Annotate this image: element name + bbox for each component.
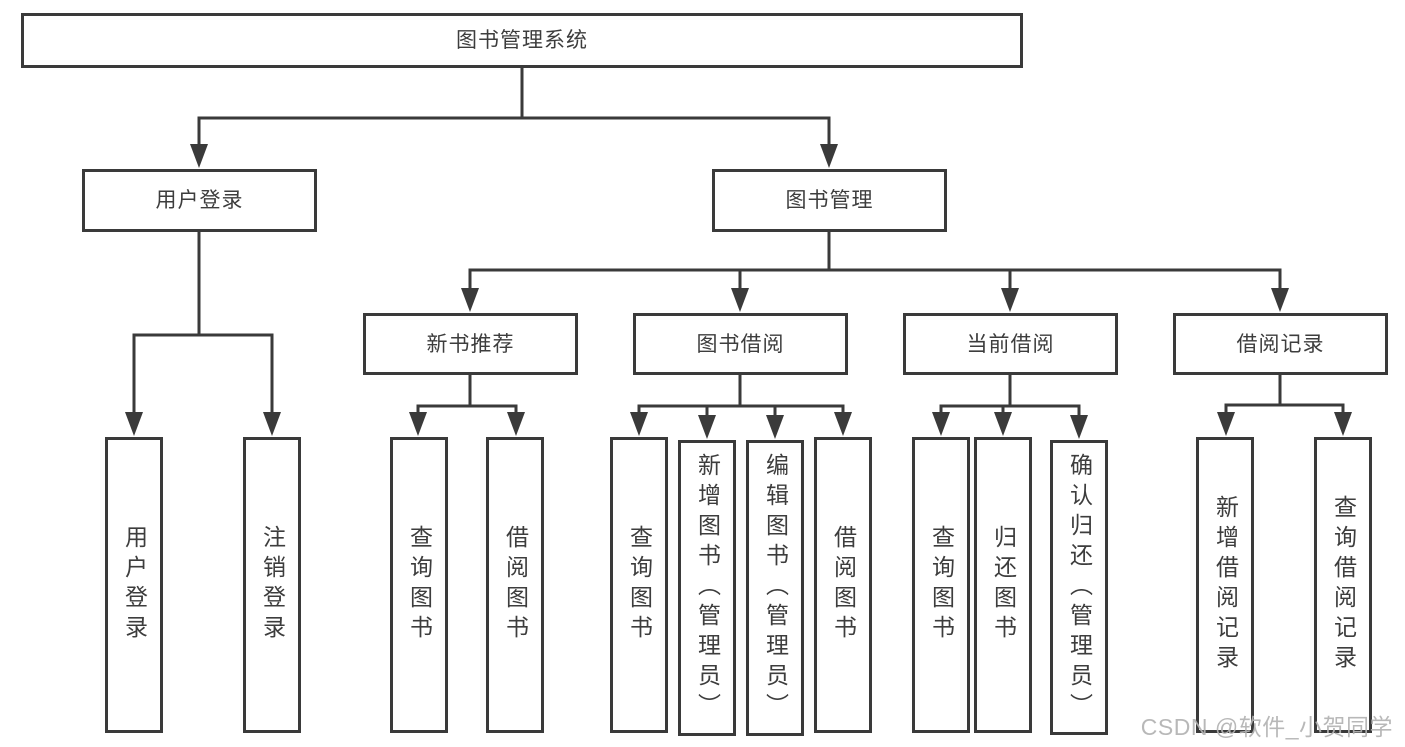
leaf-return-book: 归还图书 <box>974 437 1032 733</box>
leaf-return-book-label: 归还图书 <box>990 525 1017 645</box>
leaf-borrow-books-1-label: 借阅图书 <box>502 525 529 645</box>
node-user-login: 用户登录 <box>82 169 317 232</box>
arrowhead-edit-book <box>766 415 784 439</box>
leaf-confirm-return-admin-label: 确认归还（管理员） <box>1066 452 1093 723</box>
leaf-query-borrow-record: 查询借阅记录 <box>1314 437 1372 733</box>
leaf-query-books-1: 查询图书 <box>390 437 448 733</box>
leaf-logout-label: 注销登录 <box>259 525 286 645</box>
node-book-management: 图书管理 <box>712 169 947 232</box>
leaf-query-borrow-record-label: 查询借阅记录 <box>1330 495 1357 675</box>
leaf-add-borrow-record: 新增借阅记录 <box>1196 437 1254 733</box>
leaf-edit-book-admin: 编辑图书（管理员） <box>746 440 804 736</box>
node-library-system-label: 图书管理系统 <box>456 29 588 52</box>
connector-newbook-branch <box>416 404 518 416</box>
node-current-borrow: 当前借阅 <box>903 313 1118 375</box>
arrowhead-query-books-3 <box>932 412 950 436</box>
node-book-management-label: 图书管理 <box>785 189 874 212</box>
connector-currentborrow-branch <box>939 404 1081 416</box>
node-book-borrow: 图书借阅 <box>633 313 848 375</box>
connector-user-login-branch <box>132 333 274 416</box>
arrowhead-leaf-login <box>125 412 143 436</box>
arrowhead-user-login <box>190 144 208 168</box>
leaf-borrow-books-1: 借阅图书 <box>486 437 544 733</box>
arrowhead-add-record <box>1217 412 1235 436</box>
node-borrow-records-label: 借阅记录 <box>1236 332 1325 356</box>
node-new-book-recommend-label: 新书推荐 <box>426 332 515 356</box>
arrowhead-book-borrow <box>731 288 749 312</box>
arrowhead-current-borrow <box>1001 288 1019 312</box>
arrowhead-query-books-1 <box>409 412 427 436</box>
leaf-add-borrow-record-label: 新增借阅记录 <box>1212 495 1239 675</box>
node-user-login-label: 用户登录 <box>155 189 244 212</box>
leaf-add-book-admin-label: 新增图书（管理员） <box>694 453 721 723</box>
arrowhead-confirm-return <box>1070 415 1088 439</box>
leaf-borrow-books-2: 借阅图书 <box>814 437 872 733</box>
arrowhead-new-book <box>461 288 479 312</box>
node-current-borrow-label: 当前借阅 <box>966 332 1055 356</box>
leaf-add-book-admin: 新增图书（管理员） <box>678 440 736 736</box>
leaf-query-books-2: 查询图书 <box>610 437 668 733</box>
leaf-user-login-label: 用户登录 <box>121 525 148 645</box>
arrowhead-leaf-logout <box>263 412 281 436</box>
arrowhead-return-book <box>994 412 1012 436</box>
leaf-query-books-2-label: 查询图书 <box>626 525 653 645</box>
leaf-borrow-books-2-label: 借阅图书 <box>830 525 857 645</box>
arrowhead-add-book <box>698 415 716 439</box>
node-book-borrow-label: 图书借阅 <box>696 332 785 356</box>
leaf-query-books-3: 查询图书 <box>912 437 970 733</box>
node-new-book-recommend: 新书推荐 <box>363 313 578 375</box>
arrowhead-borrow-books-2 <box>834 412 852 436</box>
leaf-edit-book-admin-label: 编辑图书（管理员） <box>762 453 789 723</box>
arrowhead-query-record <box>1334 412 1352 436</box>
leaf-user-login: 用户登录 <box>105 437 163 733</box>
connector-records-branch <box>1224 403 1345 416</box>
arrowhead-book-management <box>820 144 838 168</box>
arrowhead-borrow-books-1 <box>507 412 525 436</box>
leaf-query-books-1-label: 查询图书 <box>406 525 433 645</box>
arrowhead-borrow-records <box>1271 288 1289 312</box>
connector-book-mgmt-branch <box>468 268 1282 292</box>
csdn-watermark: CSDN @软件_小贺同学 <box>1140 714 1393 740</box>
connector-bookborrow-branch <box>637 404 845 416</box>
node-borrow-records: 借阅记录 <box>1173 313 1388 375</box>
connector-root-branch <box>197 116 831 146</box>
leaf-query-books-3-label: 查询图书 <box>928 525 955 645</box>
leaf-confirm-return-admin: 确认归还（管理员） <box>1050 440 1108 735</box>
node-library-system: 图书管理系统 <box>21 13 1023 68</box>
leaf-logout: 注销登录 <box>243 437 301 733</box>
arrowhead-query-books-2 <box>630 412 648 436</box>
